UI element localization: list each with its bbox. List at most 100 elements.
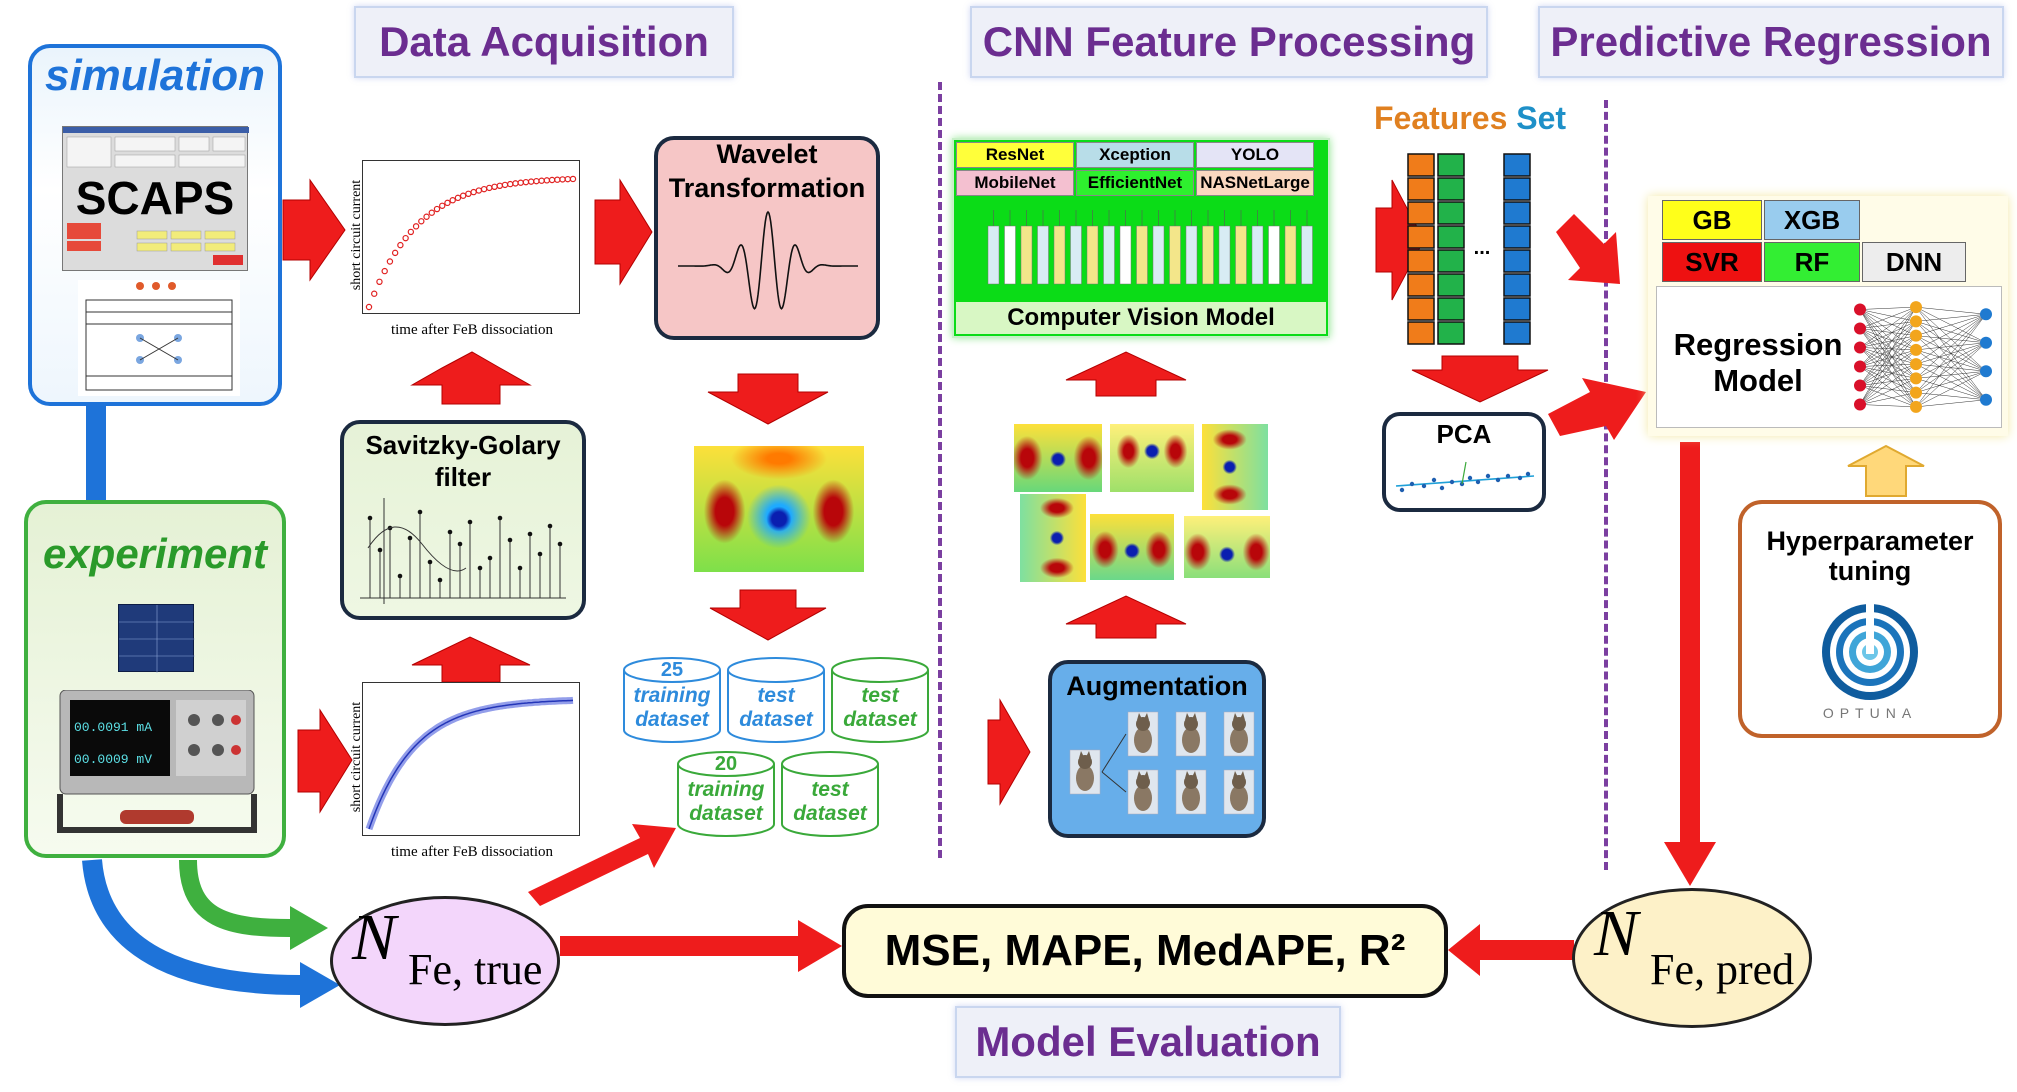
- cnn-layer-block: [1169, 225, 1181, 285]
- pca-point: [1399, 487, 1405, 493]
- dataset-count: 25: [661, 659, 683, 681]
- sg-point: [437, 577, 443, 583]
- model-tag-xception[interactable]: Xception: [1076, 142, 1194, 168]
- nn-edge: [1859, 404, 1917, 408]
- meter-readout-current: 00.0091 mA: [74, 720, 153, 735]
- regressor-svr[interactable]: SVR: [1662, 242, 1762, 282]
- nn-edge: [1915, 314, 1987, 408]
- nn-edge: [1859, 366, 1917, 379]
- feature-cell: [1407, 201, 1435, 225]
- sg-point: [477, 565, 483, 571]
- nn-node: [1854, 303, 1866, 316]
- solar-cell-image: [118, 604, 195, 673]
- feature-cell: [1407, 225, 1435, 249]
- pca-axis: [1395, 475, 1535, 487]
- model-tag-mobilenet[interactable]: MobileNet: [956, 170, 1074, 196]
- phase-header-model-evaluation: Model Evaluation: [955, 1006, 1341, 1078]
- sg-point: [467, 519, 473, 525]
- dataset-word: dataset: [739, 708, 814, 731]
- nn-edge: [1915, 342, 1987, 393]
- pca-point: [1467, 475, 1473, 481]
- sg-point: [447, 529, 453, 535]
- nn-edge: [1915, 314, 1987, 365]
- cnn-layer-block: [1103, 225, 1115, 285]
- nn-node: [1854, 341, 1866, 354]
- sim-curve-point: [365, 303, 373, 311]
- cnn-layer-block: [1235, 225, 1247, 285]
- nn-node: [1910, 386, 1922, 399]
- sim-curve-point: [412, 223, 420, 230]
- sim-curve-point: [569, 175, 577, 183]
- regressor-rf[interactable]: RF: [1764, 242, 1860, 282]
- sim-curve-point: [428, 209, 435, 216]
- dataset-word: dataset: [635, 708, 710, 731]
- savitzky-golay-chart: [354, 494, 574, 610]
- model-tag-nasnetlarge[interactable]: NASNetLarge: [1196, 170, 1314, 196]
- plot1-xlabel: time after FeB dissociation: [390, 321, 554, 338]
- sim-curve-point: [433, 205, 441, 213]
- nn-edge: [1859, 306, 1917, 310]
- feature-cell: [1407, 297, 1435, 321]
- model-tag-resnet[interactable]: ResNet: [956, 142, 1074, 168]
- sim-curve-point: [371, 290, 378, 297]
- augmented-scalogram-3: [1202, 424, 1268, 510]
- cnn-layer-block: [1053, 225, 1066, 285]
- nn-edge: [1859, 328, 1917, 351]
- dataset-type: test: [757, 684, 795, 707]
- sim-curve-point: [376, 278, 383, 286]
- computer-vision-caption: Computer Vision Model: [1007, 304, 1275, 331]
- n-fe-true-subscript: Fe, true: [408, 945, 543, 994]
- pca-point: [1421, 483, 1427, 489]
- cat-image: [1223, 769, 1255, 815]
- regressor-gb[interactable]: GB: [1662, 200, 1762, 240]
- nn-edge: [1859, 321, 1917, 386]
- optuna-wordmark: OPTUNA: [1822, 705, 1918, 721]
- feature-cell: [1503, 321, 1531, 345]
- sg-point: [377, 547, 383, 553]
- aug-link: [1101, 771, 1127, 793]
- augmented-scalogram-2: [1110, 424, 1194, 492]
- sg-point: [537, 551, 543, 557]
- sim-curve-point: [386, 258, 394, 265]
- feature-cell: [1437, 177, 1465, 201]
- savitzky-golay-box: [340, 420, 586, 620]
- sg-point: [547, 523, 553, 529]
- cnn-architecture-diagram: [958, 200, 1324, 298]
- feature-cell: [1503, 249, 1531, 273]
- nn-edge: [1859, 309, 1917, 322]
- feature-cell: [1503, 225, 1531, 249]
- augmented-scalogram-5: [1090, 514, 1174, 580]
- pca-point: [1439, 485, 1445, 491]
- cnn-layer-block: [1004, 225, 1016, 285]
- model-tag-yolo[interactable]: YOLO: [1196, 142, 1314, 168]
- nn-edge: [1859, 385, 1917, 408]
- sg-point: [507, 537, 513, 543]
- pca-point: [1431, 477, 1437, 483]
- sg-point: [427, 559, 433, 565]
- augmented-scalogram-1: [1014, 424, 1102, 492]
- phase-header-data-acquisition: Data Acquisition: [354, 6, 734, 78]
- sim-curve-point: [501, 181, 509, 189]
- nn-node: [1980, 336, 1992, 349]
- nn-node: [1854, 379, 1866, 392]
- model-tag-efficientnet[interactable]: EfficientNet: [1076, 170, 1194, 196]
- pca-point: [1525, 471, 1531, 477]
- nn-node: [1854, 398, 1866, 411]
- nn-edge: [1859, 307, 1917, 405]
- nn-edge: [1915, 314, 1987, 336]
- nn-edge: [1859, 321, 1917, 348]
- regressor-dnn[interactable]: DNN: [1862, 242, 1966, 282]
- hyperparameter-line1: Hyperparameter: [1766, 526, 1974, 556]
- sim-curve-point: [496, 182, 503, 190]
- sg-point: [557, 541, 563, 547]
- aug-link: [1101, 733, 1127, 773]
- metrics-box: MSE, MAPE, MedAPE, R²: [842, 904, 1448, 998]
- pca-label: PCA: [1436, 418, 1492, 449]
- regression-model-line1: Regression: [1673, 327, 1843, 362]
- nn-edge: [1859, 309, 1917, 336]
- hyperparameter-line2: tuning: [1828, 556, 1912, 586]
- regressor-xgb[interactable]: XGB: [1764, 200, 1860, 240]
